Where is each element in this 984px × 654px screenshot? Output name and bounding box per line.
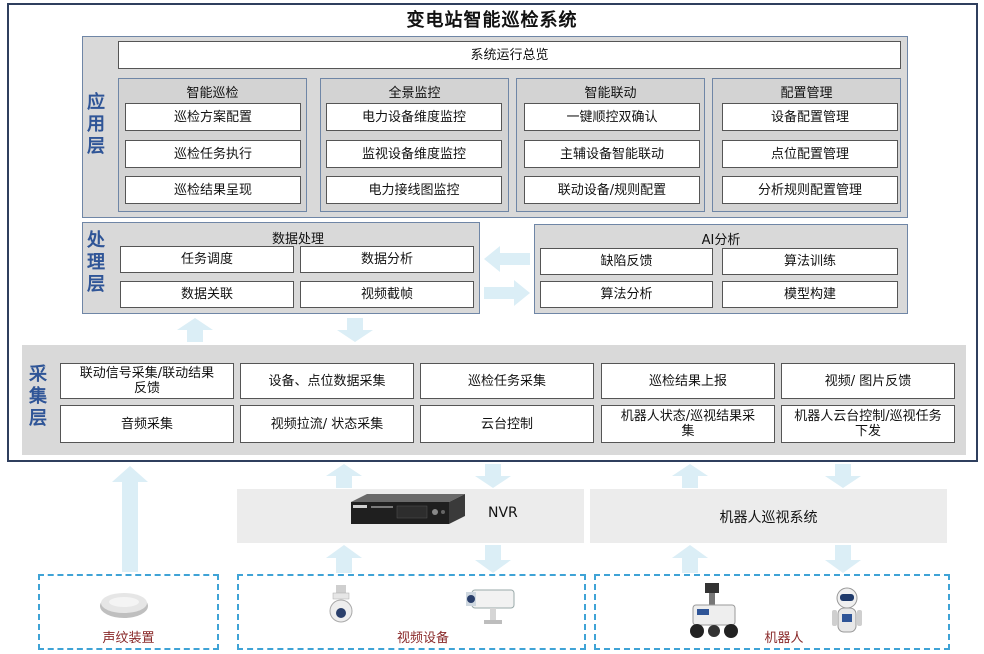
device-label: 视频设备	[396, 631, 449, 646]
arrow-up-icon	[672, 545, 708, 573]
app-item: 主辅设备智能联动	[524, 140, 700, 168]
arrow-down-icon	[825, 545, 861, 573]
proc-item: 数据分析	[300, 246, 474, 273]
app-item: 分析规则配置管理	[722, 176, 898, 204]
app-layer-label-text: 应 用 层	[87, 92, 105, 157]
arrow-left-icon	[484, 246, 530, 272]
collect-layer-label-text: 采 集 层	[29, 364, 47, 429]
app-group-title: 智能联动	[584, 86, 637, 101]
robot-system-panel	[590, 489, 947, 543]
device-label: 机器人	[764, 631, 804, 646]
collect-item: 巡检结果上报	[601, 363, 775, 399]
video-device-box	[237, 574, 586, 650]
overview-box: 系统运行总览	[118, 41, 901, 69]
collect-item: 视频/ 图片反馈	[781, 363, 955, 399]
app-item: 监视设备维度监控	[326, 140, 502, 168]
collect-layer-label: 采 集 层	[26, 364, 50, 430]
app-group-title: 全景监控	[388, 86, 441, 101]
proc-item: 数据关联	[120, 281, 294, 308]
device-label: 声纹装置	[102, 631, 155, 646]
arrow-down-icon	[337, 318, 373, 342]
collect-item: 设备、点位数据采集	[240, 363, 414, 399]
proc-item: 视频截帧	[300, 281, 474, 308]
proc-layer-label: 处 理 层	[84, 230, 108, 296]
app-item: 联动设备/规则配置	[524, 176, 700, 204]
app-group-title: 智能巡检	[186, 86, 239, 101]
app-item: 设备配置管理	[722, 103, 898, 131]
arrow-right-icon	[484, 280, 530, 306]
collect-item: 云台控制	[420, 405, 594, 443]
arrow-down-icon	[475, 464, 511, 488]
arrow-up-icon	[177, 318, 213, 342]
data-processing-title: 数据处理	[271, 232, 324, 247]
app-item: 巡检结果呈现	[125, 176, 301, 204]
sound-sensor-icon	[100, 593, 148, 618]
collect-item: 视频拉流/ 状态采集	[240, 405, 414, 443]
app-group-title: 配置管理	[780, 86, 833, 101]
proc-layer-label-text: 处 理 层	[87, 230, 105, 295]
collect-item: 音频采集	[60, 405, 234, 443]
humanoid-robot-icon	[832, 587, 862, 633]
camera-icon	[466, 589, 515, 624]
arrow-up-icon	[672, 464, 708, 488]
arrow-down-icon	[825, 464, 861, 488]
app-item: 巡检方案配置	[125, 103, 301, 131]
collect-item: 机器人状态/巡视结果采集	[601, 405, 775, 443]
diagram-title: 变电站智能巡检系统	[406, 10, 578, 31]
arrow-up-icon	[326, 545, 362, 573]
arrow-up-icon	[112, 466, 148, 572]
dome-camera-icon	[329, 585, 353, 623]
nvr-label: NVR	[488, 505, 518, 521]
arrow-down-icon	[475, 545, 511, 573]
ai-item: 算法分析	[540, 281, 713, 308]
robot-device-box	[594, 574, 950, 650]
arrow-up-icon	[326, 464, 362, 488]
app-item: 巡检任务执行	[125, 140, 301, 168]
robot-icon	[690, 583, 738, 638]
proc-item: 任务调度	[120, 246, 294, 273]
ai-item: 缺陷反馈	[540, 248, 713, 275]
app-item: 一键顺控双确认	[524, 103, 700, 131]
robot-system-label: 机器人巡视系统	[719, 510, 818, 526]
app-item: 电力设备维度监控	[326, 103, 502, 131]
collect-item: 机器人云台控制/巡视任务下发	[781, 405, 955, 443]
app-item: 点位配置管理	[722, 140, 898, 168]
ai-item: 模型构建	[722, 281, 898, 308]
collect-item: 联动信号采集/联动结果反馈	[60, 363, 234, 399]
app-item: 电力接线图监控	[326, 176, 502, 204]
app-layer-label: 应 用 层	[84, 92, 108, 158]
collect-item: 巡检任务采集	[420, 363, 594, 399]
nvr-device-icon	[351, 494, 465, 524]
ai-analysis-title: AI分析	[701, 233, 741, 248]
ai-item: 算法训练	[722, 248, 898, 275]
